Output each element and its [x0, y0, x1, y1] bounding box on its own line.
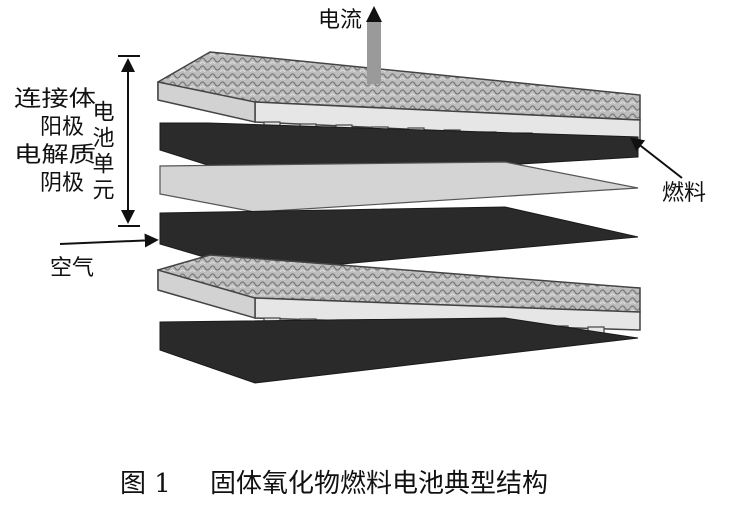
current-arrow-head — [366, 6, 382, 22]
air-label: 空气 — [50, 256, 94, 281]
figure-number: 图 1 — [120, 469, 171, 499]
cell-span-arrow — [118, 55, 140, 227]
bottom-interconnect-side — [157, 269, 256, 319]
side-labels: 连接体 阳极 电解质 阴极 电池单元 — [14, 87, 115, 204]
current-arrow-shaft — [367, 22, 381, 84]
bottom-anode-layer — [159, 317, 639, 384]
top-interconnect-side — [157, 81, 256, 123]
current-label: 电流 — [318, 8, 362, 33]
side-label-electrolyte: 电解质 — [14, 143, 96, 168]
fuel-label: 燃料 — [662, 181, 706, 206]
air-arrow — [59, 233, 159, 248]
figure-caption: 固体氧化物燃料电池典型结构 — [210, 469, 548, 499]
side-label-interconnect: 连接体 — [14, 87, 96, 112]
fuel-arrow — [629, 137, 683, 179]
side-label-cell: 电池单元 — [89, 100, 115, 204]
cathode-layer — [159, 206, 639, 273]
current-arrow — [366, 6, 382, 84]
side-label-cathode: 阴极 — [40, 171, 84, 196]
electrolyte-layer — [159, 161, 639, 213]
side-label-anode: 阳极 — [40, 115, 84, 140]
